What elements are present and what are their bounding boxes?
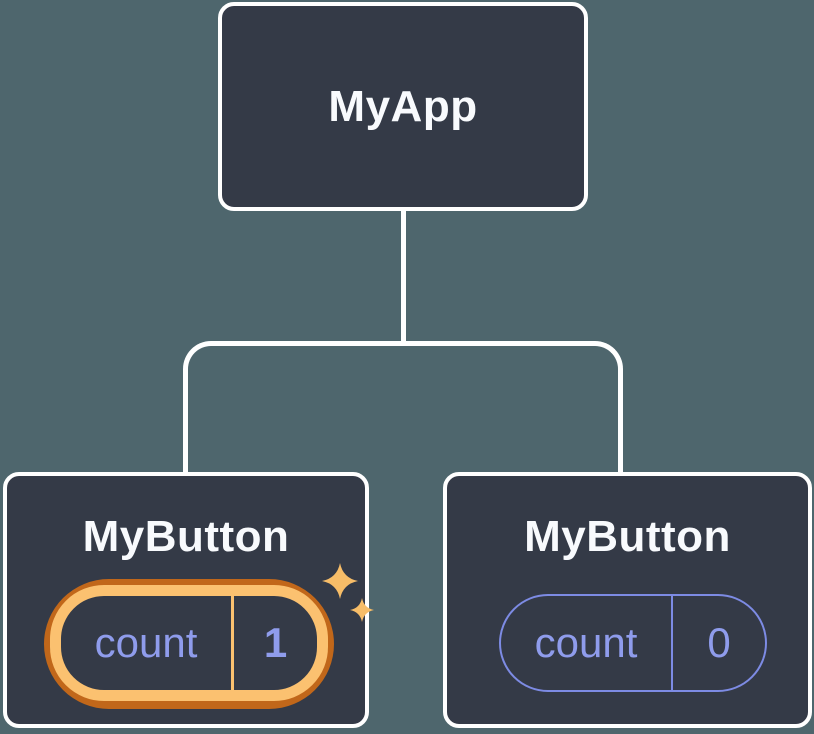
state-value-right: 0 — [707, 619, 731, 666]
connector-stem — [401, 211, 406, 343]
sparkles-icon — [322, 563, 374, 622]
state-value-left: 1 — [263, 619, 288, 666]
state-pill-right: count 0 — [499, 594, 767, 692]
tree-node-mybutton-left: MyButton count 1 — [3, 472, 374, 728]
state-name-right: count — [534, 619, 638, 666]
node-label-myapp: MyApp — [328, 81, 478, 131]
tree-node-myapp: MyApp — [218, 2, 588, 211]
state-name-left: count — [94, 619, 198, 666]
connector-bracket — [183, 341, 623, 472]
state-pill-highlight-ring: count 1 — [44, 579, 334, 709]
state-pill-left: count 1 — [50, 585, 328, 701]
node-label-mybutton-right: MyButton — [524, 512, 731, 561]
node-label-mybutton-left: MyButton — [82, 512, 290, 561]
tree-node-mybutton-right: MyButton count 0 — [443, 472, 812, 728]
